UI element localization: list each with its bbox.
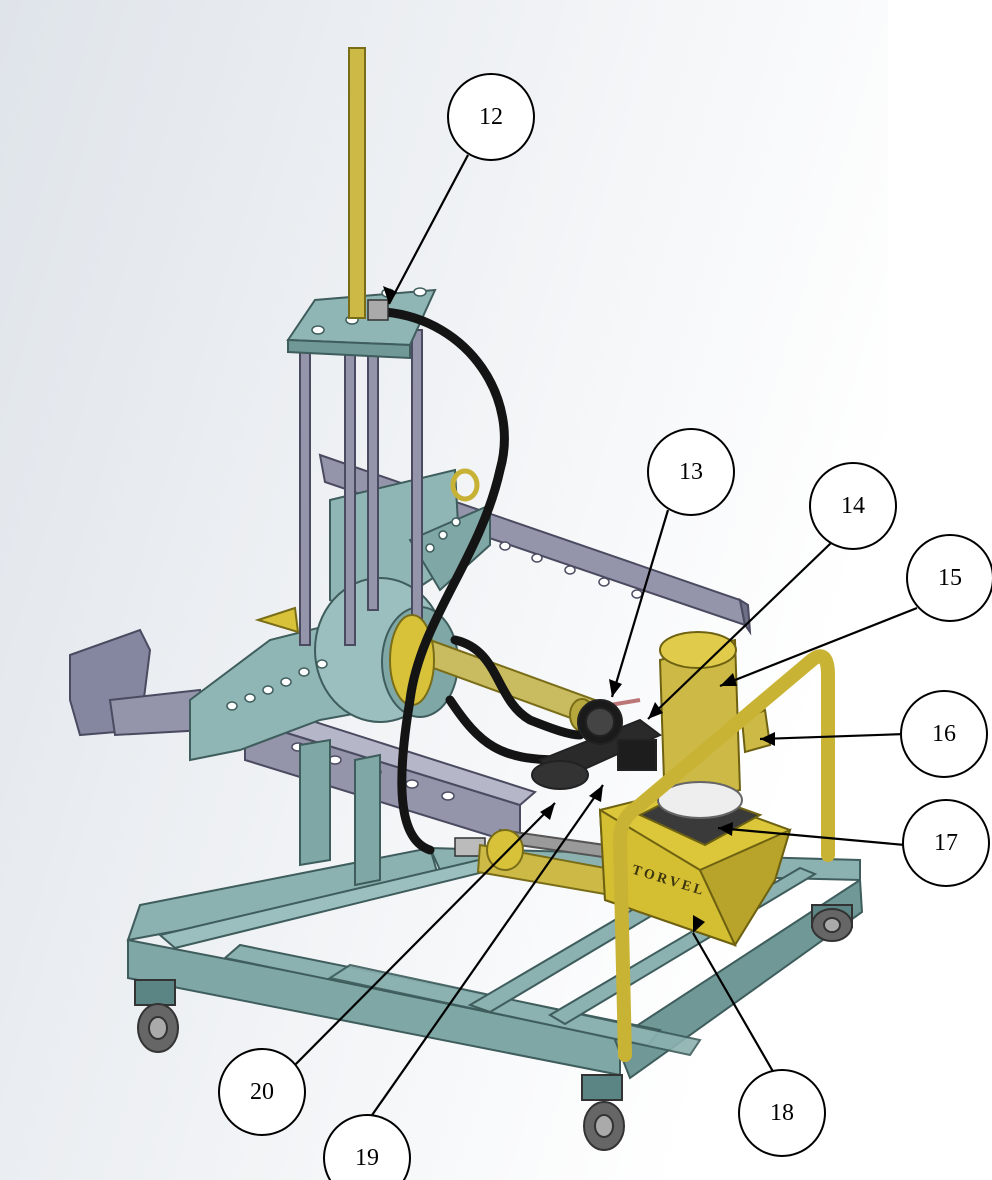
main-body <box>189 468 491 887</box>
callout-17: 17 <box>934 830 958 856</box>
hose-fittings <box>367 299 486 857</box>
valve-block <box>531 699 662 790</box>
leader-lines <box>284 154 918 1119</box>
callout-20: 20 <box>250 1079 274 1105</box>
callout-16: 16 <box>932 721 956 747</box>
callout-18: 18 <box>770 1100 794 1126</box>
handle-rail <box>613 649 835 1062</box>
nose-cone <box>254 606 300 634</box>
callout-labels: 12 13 14 15 16 17 18 19 20 <box>250 104 962 1171</box>
vertical-pole <box>348 47 366 319</box>
callout-19: 19 <box>355 1145 379 1171</box>
callout-12: 12 <box>479 104 503 130</box>
arrow-heads <box>383 286 775 933</box>
casters <box>134 904 853 1151</box>
oil-tank <box>598 788 792 948</box>
callout-circles <box>218 73 992 1180</box>
body-holes <box>226 517 461 711</box>
callout-14: 14 <box>841 493 865 519</box>
callout-15: 15 <box>938 565 962 591</box>
callout-13: 13 <box>679 459 703 485</box>
lifting-eye <box>450 468 480 502</box>
